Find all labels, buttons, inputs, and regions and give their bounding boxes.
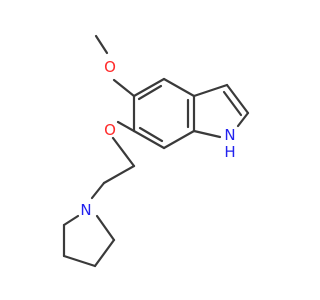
bond-c3a-c4	[162, 77, 196, 98]
ether-oxygen-label: O	[104, 121, 116, 139]
bond-c4-c5	[132, 77, 166, 98]
bond-c4-c5-double	[137, 84, 163, 101]
bond-c6-c7-double	[138, 126, 164, 143]
bond-c2-n1	[236, 111, 250, 128]
structure-canvas: O O N H N	[62, 34, 250, 268]
bond-c6-c7	[132, 129, 166, 150]
atom-labels: O O N H N	[80, 58, 235, 219]
bond-ch2-n	[90, 181, 106, 200]
bond-ca-cb	[93, 238, 116, 268]
bond-n1-c7a	[192, 129, 222, 139]
bond-ch2-ch2	[102, 164, 136, 185]
bond-o-ch2	[111, 136, 136, 168]
pyrrolidine-nitrogen-label: N	[80, 201, 91, 219]
bond-c7-c7a	[162, 129, 196, 150]
bond-c3a-c3	[192, 83, 229, 98]
bond-c3-c2-double	[222, 90, 243, 117]
bond-cb-cc	[62, 254, 97, 268]
bond-o-c5	[112, 78, 136, 98]
bond-methyl-o	[94, 34, 109, 55]
indole-nitrogen-label: N	[224, 126, 235, 144]
bond-cd-n	[62, 214, 80, 227]
bonds	[62, 34, 250, 268]
bond-n-ca	[95, 214, 116, 242]
bond-c6-o	[116, 120, 136, 133]
bond-c3-c2	[225, 83, 250, 115]
molecule-drawing: O O N H N	[62, 34, 250, 268]
methoxy-oxygen-label: O	[104, 58, 116, 76]
indole-hydrogen-label: H	[224, 143, 235, 161]
